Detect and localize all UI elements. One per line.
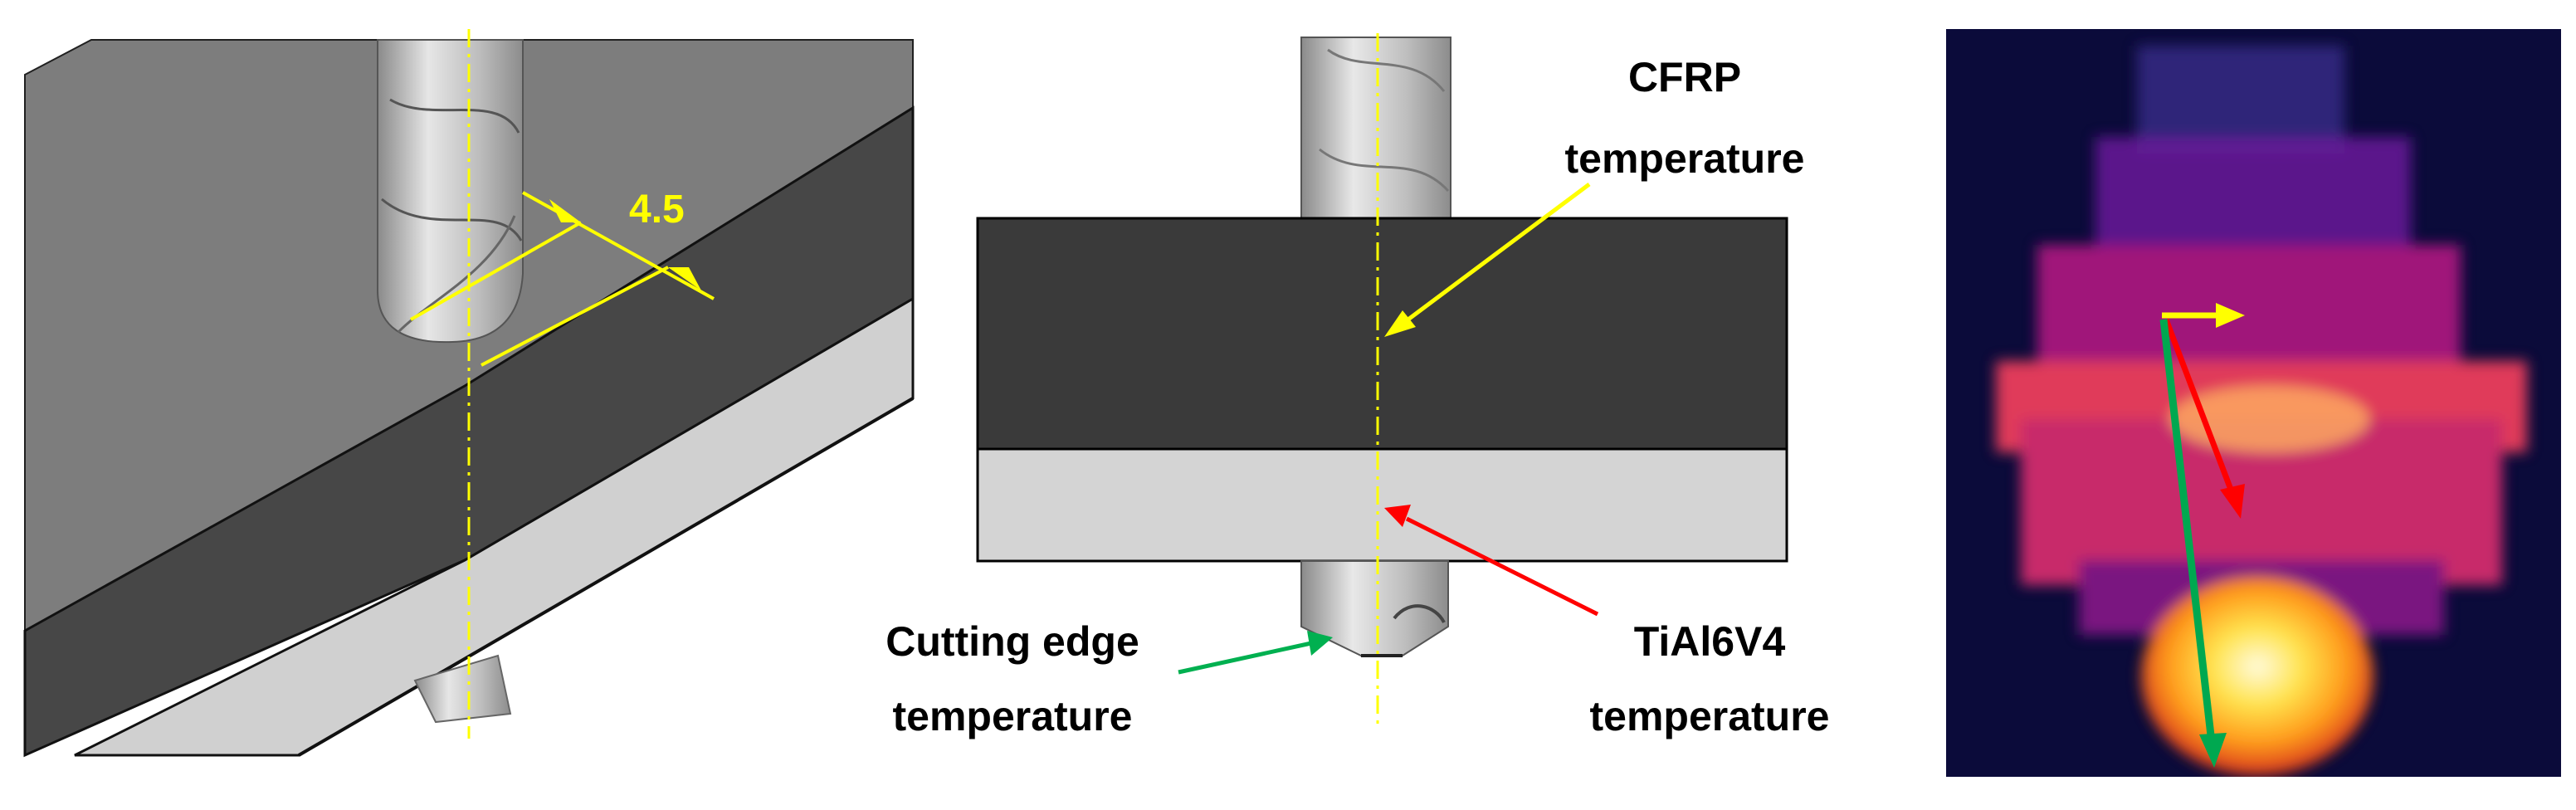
- cross-section-view: CFRP temperature TiAl6V4 temperature Cut…: [830, 0, 1942, 806]
- isometric-drill-view: 4.5: [0, 0, 938, 806]
- heat-plume: [1996, 46, 2527, 776]
- dimension-label: 4.5: [629, 188, 685, 232]
- ti-label-line1: TiAl6V4: [1634, 618, 1786, 665]
- ti-label-line2: temperature: [1590, 693, 1830, 739]
- ti-bottom-edge: [297, 397, 915, 757]
- ti-layer: [976, 447, 1788, 563]
- thermal-red-arrow: [2163, 318, 2245, 519]
- ti-arrow: [1384, 505, 1599, 617]
- cfrp-layer: [976, 217, 1788, 451]
- cfrp-label-line2: temperature: [1565, 135, 1805, 182]
- dimension-annotation: [410, 191, 715, 367]
- drill-tip-lower: [413, 654, 512, 724]
- cfrp-label-line1: CFRP: [1628, 54, 1741, 100]
- cfrp-arrow: [1384, 182, 1591, 337]
- thermal-green-arrow: [2159, 319, 2227, 768]
- cutting-edge-arrow: [1178, 631, 1333, 675]
- isometric-drawing: 4.5: [23, 29, 915, 758]
- thermal-drawing: [1946, 29, 2561, 777]
- thermal-yellow-arrow: [2162, 303, 2245, 328]
- edge-label-line1: Cutting edge: [886, 618, 1139, 665]
- drill-tip: [1300, 560, 1449, 657]
- drill-shank: [1300, 37, 1451, 219]
- edge-label-line2: temperature: [893, 693, 1133, 739]
- ti-layer-face: [74, 296, 915, 757]
- section-drawing: CFRP temperature TiAl6V4 temperature Cut…: [886, 33, 1830, 739]
- thermal-image: [1946, 29, 2561, 777]
